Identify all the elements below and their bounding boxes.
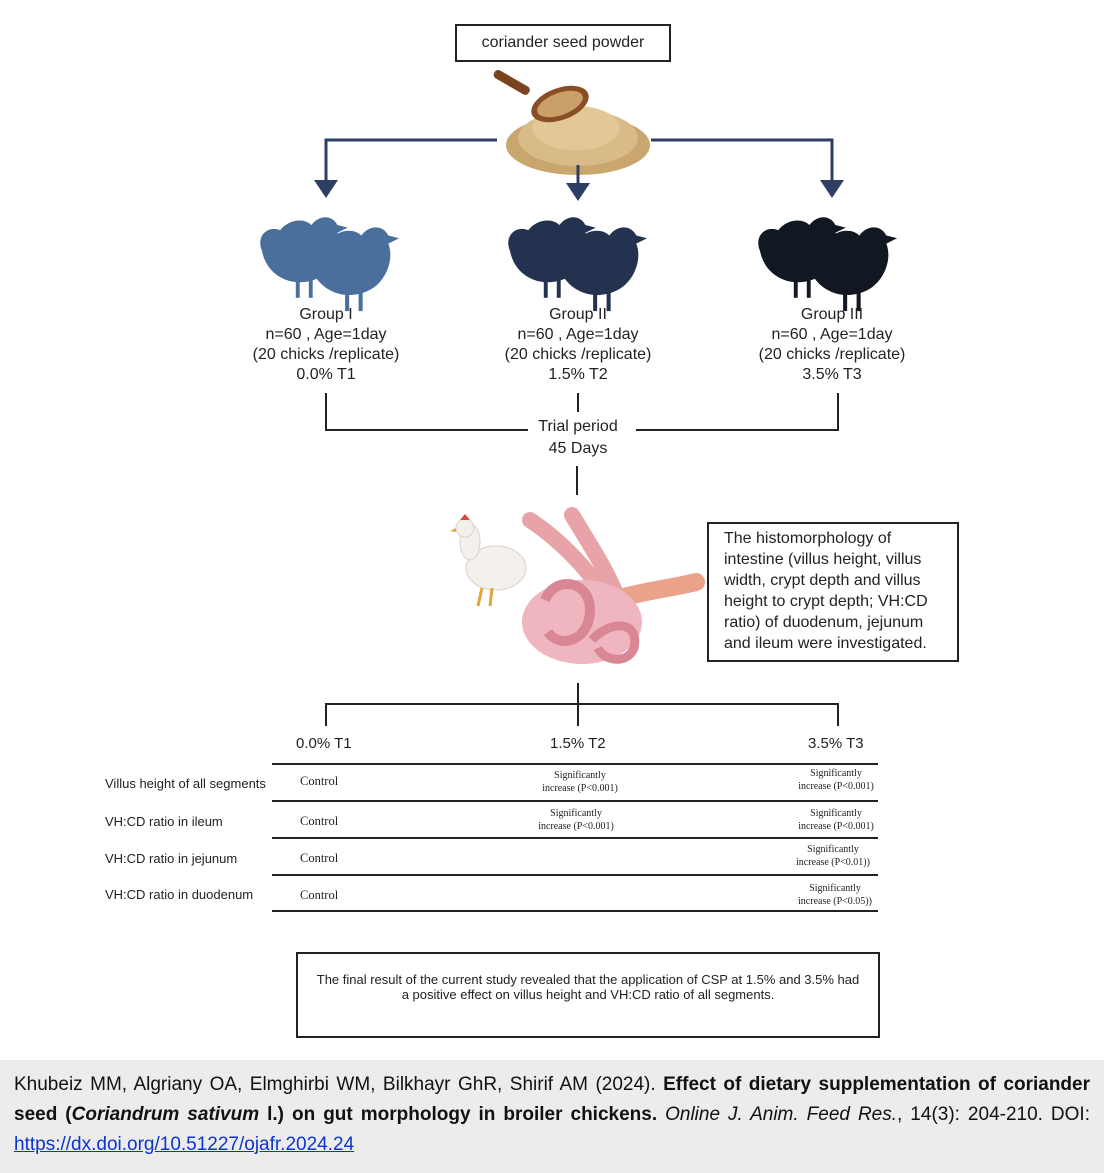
- row-1-t2-line1: Significantly: [550, 808, 602, 819]
- trial-period-line2: 45 Days: [548, 440, 608, 457]
- row-2-t3-line1: Significantly: [807, 844, 859, 855]
- row-label-vhcd-jejunum: VH:CD ratio in jejunum: [105, 851, 238, 866]
- intestine-image: [522, 507, 705, 664]
- group-2-n: n=60 , Age=1day: [517, 326, 639, 343]
- chickens-group-3: [758, 217, 898, 312]
- row-1-t3-line1: Significantly: [810, 808, 862, 819]
- diagram-graphics: [260, 69, 898, 726]
- row-1-t2: Significantly increase (P<0.001): [506, 807, 646, 833]
- top-label-box: coriander seed powder: [455, 24, 671, 62]
- group-3-rep: (20 chicks /replicate): [758, 346, 906, 363]
- trial-period-label: Trial period 45 Days: [468, 416, 688, 460]
- trial-bracket: [325, 393, 839, 495]
- row-0-t2-line2: increase (P<0.001): [542, 783, 618, 794]
- group-1-label: Group I n=60 , Age=1day (20 chicks /repl…: [216, 305, 436, 385]
- row-2-t1: Control: [300, 851, 339, 865]
- citation-title-part2: l.) on gut morphology in broiler chicken…: [259, 1104, 658, 1125]
- group-3-dose: 3.5% T3: [802, 366, 862, 383]
- group-1-rep: (20 chicks /replicate): [252, 346, 400, 363]
- histomorphology-text: The histomorphology of intestine (villus…: [724, 530, 928, 652]
- row-0-t2-line1: Significantly: [554, 770, 606, 781]
- histomorphology-box: The histomorphology of intestine (villus…: [707, 522, 959, 662]
- group-1-n: n=60 , Age=1day: [265, 326, 387, 343]
- table-bracket: [325, 683, 839, 726]
- conclusion-box: The final result of the current study re…: [296, 952, 880, 1038]
- citation-volume: , 14(3): 204-210. DOI:: [897, 1104, 1090, 1125]
- row-1-t3: Significantly increase (P<0.001): [766, 807, 906, 833]
- trial-period-line1: Trial period: [538, 418, 618, 435]
- table-rule-3: [272, 874, 878, 876]
- arrow-head-right: [820, 180, 844, 198]
- table-rule-4: [272, 910, 878, 912]
- table-rule-1: [272, 800, 878, 802]
- white-chicken-image: [450, 514, 527, 607]
- table-rule-2: [272, 837, 878, 839]
- citation-footer: Khubeiz MM, Algriany OA, Elmghirbi WM, B…: [0, 1060, 1104, 1173]
- group-2-title: Group II: [549, 306, 607, 323]
- row-0-t3-line1: Significantly: [810, 768, 862, 779]
- row-3-t1: Control: [300, 888, 339, 902]
- table-header-t1: 0.0% T1: [296, 735, 352, 752]
- table-header-t3: 3.5% T3: [808, 735, 864, 752]
- row-2-t3-line2: increase (P<0.01)): [796, 857, 870, 868]
- group-2-rep: (20 chicks /replicate): [504, 346, 652, 363]
- group-3-n: n=60 , Age=1day: [771, 326, 893, 343]
- row-label-vhcd-ileum: VH:CD ratio in ileum: [105, 814, 223, 829]
- row-0-t1: Control: [300, 774, 339, 788]
- row-label-vhcd-duodenum: VH:CD ratio in duodenum: [105, 887, 254, 902]
- citation-journal: Online J. Anim. Feed Res.: [665, 1104, 898, 1125]
- group-3-label: Group III n=60 , Age=1day (20 chicks /re…: [722, 305, 942, 385]
- citation-title-italic: Coriandrum sativum: [71, 1104, 260, 1125]
- arrow-head-left: [314, 180, 338, 198]
- conclusion-text: The final result of the current study re…: [316, 972, 860, 1002]
- coriander-seeds-image: [493, 69, 650, 175]
- row-2-t3: Significantly increase (P<0.01)): [763, 843, 903, 869]
- top-label: coriander seed powder: [481, 34, 645, 51]
- citation-title-part1: Effect of dietary supplementation of cor…: [14, 1074, 1090, 1125]
- citation-authors: Khubeiz MM, Algriany OA, Elmghirbi WM, B…: [14, 1074, 664, 1095]
- group-3-title: Group III: [800, 306, 864, 323]
- chickens-group-2: [508, 217, 648, 312]
- chickens-group-1: [260, 217, 400, 312]
- distribution-arrows: [324, 138, 834, 183]
- citation-text: Khubeiz MM, Algriany OA, Elmghirbi WM, B…: [14, 1070, 1090, 1160]
- row-0-t2: Significantly increase (P<0.001): [510, 769, 650, 795]
- row-0-t3: Significantly increase (P<0.001): [766, 767, 906, 793]
- table-rule-0: [272, 763, 878, 765]
- row-3-t3: Significantly increase (P<0.05)): [765, 882, 905, 908]
- group-1-title: Group I: [299, 306, 353, 323]
- group-1-dose: 0.0% T1: [296, 366, 356, 383]
- row-3-t3-line1: Significantly: [809, 883, 861, 894]
- row-1-t3-line2: increase (P<0.001): [798, 821, 874, 832]
- group-2-dose: 1.5% T2: [548, 366, 608, 383]
- group-2-label: Group II n=60 , Age=1day (20 chicks /rep…: [468, 305, 688, 385]
- table-header-t2: 1.5% T2: [550, 735, 606, 752]
- row-1-t2-line2: increase (P<0.001): [538, 821, 614, 832]
- arrow-head-mid: [566, 183, 590, 201]
- doi-link[interactable]: https://dx.doi.org/10.51227/ojafr.2024.2…: [14, 1134, 355, 1155]
- row-3-t3-line2: increase (P<0.05)): [798, 896, 872, 907]
- row-0-t3-line2: increase (P<0.001): [798, 781, 874, 792]
- row-label-villus-height: Villus height of all segments: [105, 776, 266, 791]
- row-1-t1: Control: [300, 814, 339, 828]
